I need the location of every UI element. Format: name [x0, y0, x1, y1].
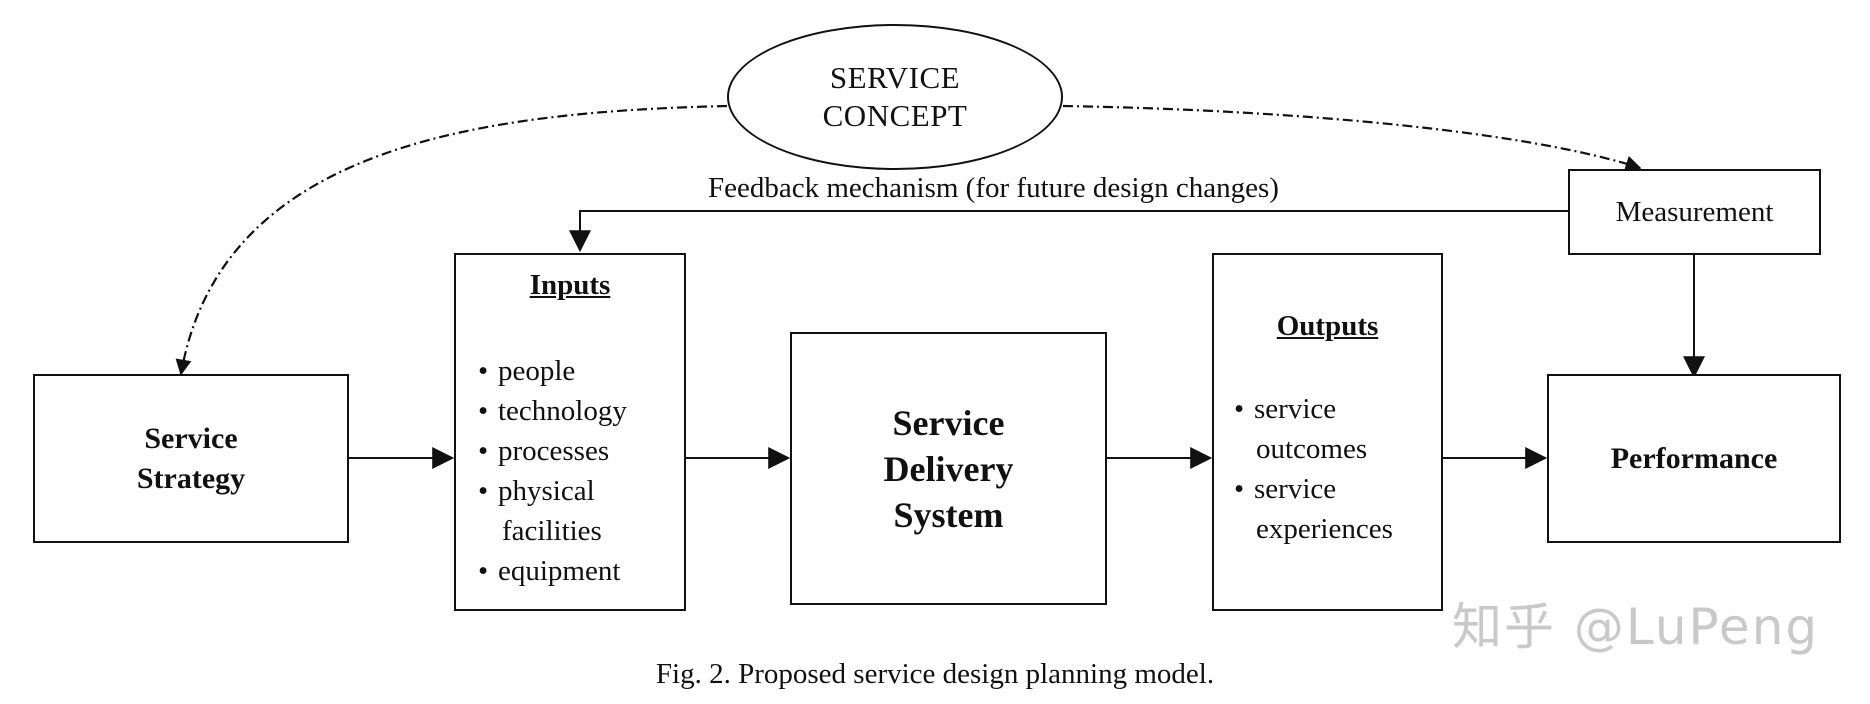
delivery-line2: Delivery [883, 448, 1014, 489]
outputs-node: Outputs •service outcomes •service exper… [1212, 253, 1443, 611]
measurement-node: Measurement [1568, 169, 1821, 255]
inputs-item-technology: •technology [478, 395, 627, 427]
watermark: 知乎 @LuPeng [1452, 598, 1820, 656]
inputs-heading: Inputs [529, 269, 611, 301]
inputs-item-facilities: facilities [502, 515, 602, 547]
outputs-item-experiences: experiences [1256, 513, 1393, 545]
outputs-item-outcomes: outcomes [1256, 433, 1368, 465]
service-concept-line1: SERVICE [829, 60, 961, 95]
outputs-item-service-2: •service [1234, 473, 1337, 505]
feedback-arrow [569, 210, 1568, 253]
service-concept-line2: CONCEPT [822, 98, 968, 133]
outputs-heading: Outputs [1276, 310, 1379, 342]
concept-to-measurement-arrow [1062, 104, 1642, 172]
measurement-label: Measurement [1615, 195, 1774, 228]
inputs-item-equipment: •equipment [478, 555, 621, 587]
outputs-list: •service outcomes •service experiences [1234, 389, 1393, 549]
inputs-item-people: •people [478, 355, 576, 387]
inputs-item-physical: •physical [478, 475, 595, 507]
service-delivery-system-node: Service Delivery System [790, 332, 1107, 605]
concept-to-strategy-arrow [175, 104, 728, 376]
strategy-line1: Service [144, 421, 238, 455]
delivery-line3: System [893, 494, 1004, 535]
outputs-item-service-1: •service [1234, 393, 1337, 425]
performance-node: Performance [1547, 374, 1841, 543]
service-strategy-node: Service Strategy [33, 374, 349, 543]
inputs-list: •people •technology •processes •physical… [478, 351, 627, 591]
figure-caption: Fig. 2. Proposed service design planning… [655, 658, 1215, 690]
delivery-line1: Service [892, 402, 1005, 443]
feedback-mechanism-label: Feedback mechanism (for future design ch… [708, 172, 1279, 204]
service-concept-node: SERVICE CONCEPT [727, 24, 1063, 170]
inputs-item-processes: •processes [478, 435, 610, 467]
performance-label: Performance [1610, 441, 1778, 475]
strategy-line2: Strategy [136, 461, 246, 495]
inputs-node: Inputs •people •technology •processes •p… [454, 253, 686, 611]
